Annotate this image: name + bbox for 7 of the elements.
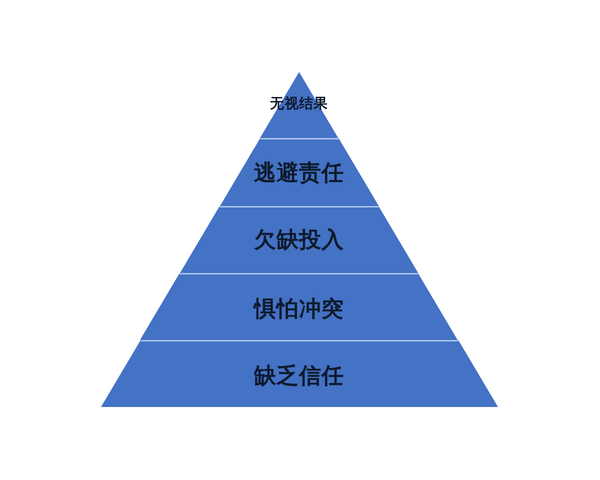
- tier-label: 逃避责任: [254, 160, 344, 188]
- tier-label: 缺乏信任: [254, 364, 344, 391]
- pyramid-tier: [140, 273, 458, 340]
- tier-label: 欠缺投入: [254, 228, 344, 255]
- tier-label: 惧怕冲突: [254, 297, 344, 324]
- pyramid-tier: [100, 340, 498, 407]
- pyramid-tier: [180, 206, 418, 273]
